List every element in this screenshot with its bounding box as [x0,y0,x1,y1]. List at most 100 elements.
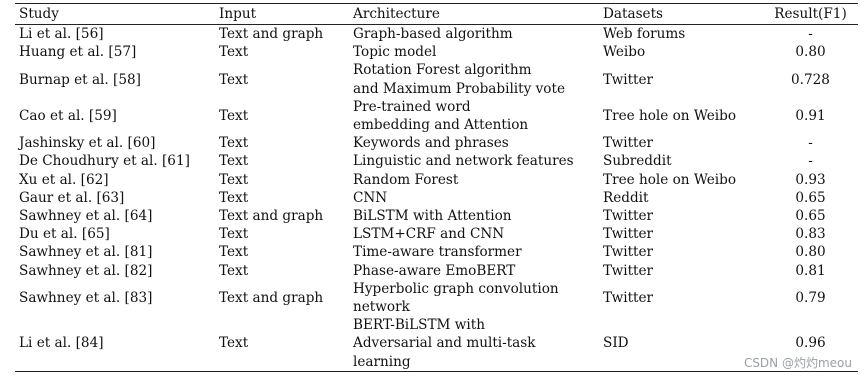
architecture-line: Pre-trained word [353,98,471,115]
architecture-line: Adversarial and multi-task [353,335,536,352]
architecture-line: Keywords and phrases [353,135,509,152]
architecture-line: learning [353,353,411,370]
header-study: Study [19,6,59,22]
cell-study: Sawhney et al. [83] [19,289,153,306]
cell-dataset: Web forums [603,26,686,42]
table-row: Burnap et al. [58] Text Rotation Forest al… [15,61,858,97]
cell-architecture: BiLSTM with Attention [349,207,599,225]
cell-result: 0.80 [795,244,826,261]
architecture-line: CNN [353,189,388,206]
cell-architecture: LSTM+CRF and CNN [349,225,599,243]
cell-result: 0.96 [795,335,826,352]
cell-study: Jashinsky et al. [60] [19,135,156,152]
cell-result: 0.91 [795,107,826,124]
cell-input: Text and graph [219,26,324,42]
table-body: Li et al. [56] Text and graph Graph-based … [15,25,858,372]
cell-architecture: CNN [349,189,599,207]
cell-input: Text [219,335,249,352]
cell-dataset: SID [603,335,629,352]
architecture-line: and Maximum Probability vote [353,80,565,97]
table-row: Sawhney et al. [82] Text Phase-aware EmoBE… [15,262,858,280]
cell-dataset: Twitter [603,244,654,261]
architecture-line: LSTM+CRF and CNN [353,226,505,243]
cell-dataset: Tree hole on Weibo [603,107,737,124]
cell-result: 0.65 [795,189,826,206]
cell-result: 0.79 [795,289,826,306]
architecture-line: Random Forest [353,171,459,188]
cell-architecture: Keywords and phrases [349,134,599,152]
cell-architecture: Time-aware transformer [349,243,599,261]
studies-table: Study Input Architecture Datasets Result… [15,3,858,372]
cell-architecture: Random Forest [349,171,599,189]
cell-study: Sawhney et al. [64] [19,208,153,225]
cell-input: Text and graph [219,289,324,306]
cell-study: Burnap et al. [58] [19,71,141,88]
cell-input: Text [219,171,249,188]
architecture-line: Rotation Forest algorithm [353,62,532,79]
cell-input: Text [219,244,249,261]
cell-dataset: Weibo [603,44,646,61]
cell-dataset: Twitter [603,135,654,152]
cell-architecture: Topic model [349,43,599,61]
cell-study: Gaur et al. [63] [19,189,125,206]
cell-result: 0.728 [791,71,830,88]
cell-dataset: Reddit [603,189,649,206]
cell-dataset: Twitter [603,289,654,306]
table-row: Jashinsky et al. [60] Text Keywords and ph… [15,134,858,152]
cell-dataset: Twitter [603,226,654,243]
cell-result: 0.65 [795,208,826,225]
architecture-line: Hyperbolic graph convolution [353,280,559,297]
architecture-line: BiLSTM with Attention [353,208,512,225]
architecture-line: BERT-BiLSTM with [353,317,486,334]
cell-study: Huang et al. [57] [19,44,137,61]
table-row: Du et al. [65] Text LSTM+CRF and CNN Twitte… [15,225,858,243]
architecture-line: Linguistic and network features [353,153,574,170]
watermark: CSDN @灼灼meou [743,356,852,370]
header-input: Input [219,6,257,22]
header-result: Result(F1) [774,6,847,22]
cell-study: Du et al. [65] [19,226,110,243]
table-row: Sawhney et al. [64] Text and graph BiLSTM … [15,207,858,225]
cell-result: 0.80 [795,44,826,61]
cell-study: Cao et al. [59] [19,107,117,124]
cell-dataset: Subreddit [603,153,672,170]
table-row: Sawhney et al. [83] Text and graph Hyperbo… [15,280,858,316]
cell-architecture: Pre-trained word embedding and Attention [349,98,599,134]
cell-study: Sawhney et al. [81] [19,244,153,261]
table-row: Xu et al. [62] Text Random Forest Tree hole… [15,171,858,189]
cell-study: Xu et al. [62] [19,171,109,188]
cell-result: - [808,153,813,170]
header-datasets: Datasets [603,6,664,22]
cell-dataset: Twitter [603,71,654,88]
cell-architecture: Graph-based algorithm [349,25,599,44]
cell-input: Text [219,153,249,170]
cell-result: - [808,26,813,42]
cell-study: Li et al. [56] [19,26,104,42]
cell-result: 0.93 [795,171,826,188]
architecture-line: Graph-based algorithm [353,26,513,42]
cell-dataset: Tree hole on Weibo [603,171,737,188]
cell-result: 0.81 [795,262,826,279]
cell-study: Sawhney et al. [82] [19,262,153,279]
cell-input: Text [219,135,249,152]
cell-input: Text [219,226,249,243]
cell-input: Text [219,262,249,279]
architecture-line: Topic model [353,44,437,61]
table-row: Li et al. [56] Text and graph Graph-based … [15,25,858,44]
cell-input: Text and graph [219,208,324,225]
cell-architecture: Phase-aware EmoBERT [349,262,599,280]
cell-input: Text [219,107,249,124]
cell-result: - [808,135,813,152]
architecture-line: Phase-aware EmoBERT [353,262,516,279]
cell-input: Text [219,71,249,88]
cell-dataset: Twitter [603,208,654,225]
architecture-line: embedding and Attention [353,117,529,134]
